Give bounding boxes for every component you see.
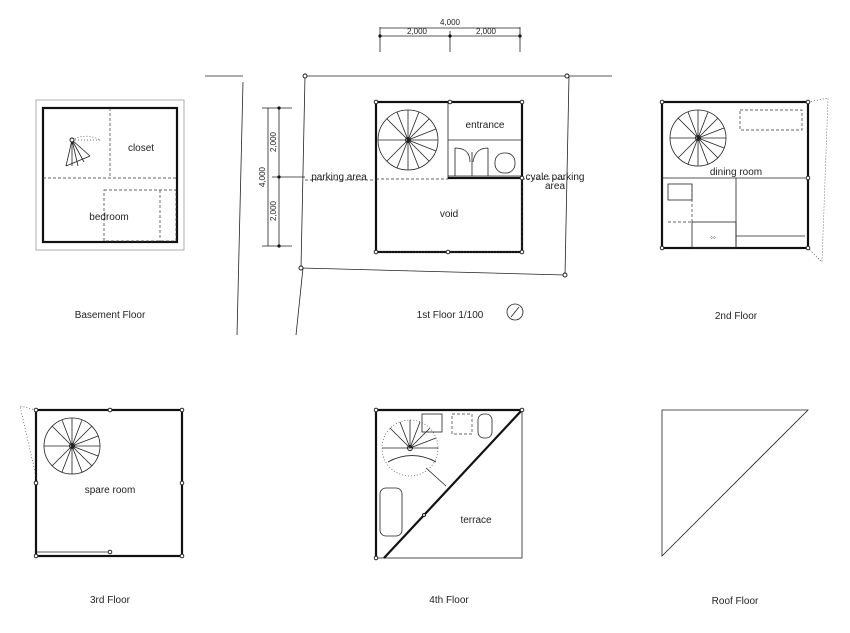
dim-depth-top: 2,000 [269,131,278,152]
basement-floor-plan: closet bedroom Basement Floor [35,99,185,321]
room-label-cyale-area: area [545,181,565,192]
dim-total-depth: 4,000 [258,166,267,187]
caption-first-floor: 1st Floor 1/100 [417,310,484,321]
dim-depth-bottom: 2,000 [269,200,278,221]
room-label-spare-room: spare room [85,485,136,496]
spiral-stair-third [43,417,101,475]
second-floor-plan: ◦◦ dining room 2nd Floor [659,97,829,322]
room-label-cyale-parking: cyale parking [526,172,585,183]
left-dimension: 4,000 2,000 2,000 [258,106,305,248]
spiral-stair-first [377,109,439,171]
caption-second-floor: 2nd Floor [715,311,758,322]
room-label-terrace: terrace [460,515,492,526]
caption-third-floor: 3rd Floor [90,595,131,606]
room-label-dining-room: dining room [710,167,762,178]
dim-half-left: 2,000 [407,27,428,36]
roof-floor-plan: Roof Floor [661,409,809,607]
spiral-stair-second [669,109,727,167]
caption-basement-floor: Basement Floor [75,310,146,321]
room-label-closet: closet [128,143,154,154]
room-label-void: void [440,209,458,220]
room-label-bedroom: bedroom [89,212,128,223]
room-label-entrance: entrance [466,120,505,131]
dim-half-right: 2,000 [476,27,497,36]
room-label-parking-area: parking area [311,172,367,183]
caption-fourth-floor: 4th Floor [429,595,469,606]
north-arrow-icon [506,303,524,321]
dim-total-width: 4,000 [440,18,461,27]
first-floor-plan: entrance parking area cyale parking area… [305,99,585,321]
stove-burners-icon: ◦◦ [710,233,716,242]
top-dimension: 4,000 2,000 2,000 [378,18,522,52]
fourth-floor-plan: terrace 4th Floor [373,407,525,606]
spiral-stair-basement [65,135,101,167]
caption-roof-floor: Roof Floor [712,596,759,607]
site-boundary-lines [205,73,612,336]
third-floor-plan: spare room 3rd Floor [19,405,185,606]
spiral-stair-fourth [381,419,439,477]
